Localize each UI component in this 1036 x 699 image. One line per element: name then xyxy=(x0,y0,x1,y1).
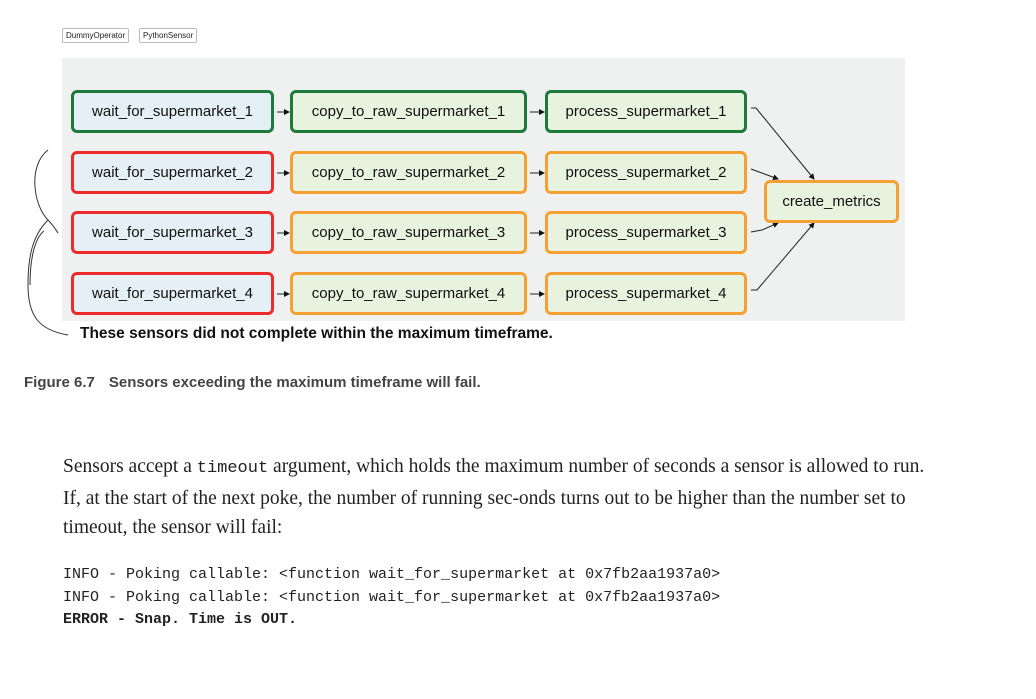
paragraph-text: Sensors accept a xyxy=(63,456,197,477)
figure-caption-text: Sensors exceeding the maximum timeframe … xyxy=(108,374,481,391)
task-node-sensor[interactable]: wait_for_supermarket_3 xyxy=(71,211,274,254)
task-node-copy[interactable]: copy_to_raw_supermarket_4 xyxy=(290,272,527,315)
brace-annotation-icon xyxy=(27,149,69,336)
task-node-copy[interactable]: copy_to_raw_supermarket_2 xyxy=(290,151,527,194)
legend-dummy-operator[interactable]: DummyOperator xyxy=(62,28,130,43)
task-node-create-metrics[interactable]: create_metrics xyxy=(764,180,899,223)
figure-number: Figure 6.7 xyxy=(24,374,95,391)
task-node-process[interactable]: process_supermarket_3 xyxy=(545,211,747,254)
annotation-text: These sensors did not complete within th… xyxy=(80,325,553,342)
legend-python-sensor[interactable]: PythonSensor xyxy=(139,28,198,43)
paragraph-text: argument, which holds the maximum number… xyxy=(63,456,925,538)
task-node-copy[interactable]: copy_to_raw_supermarket_3 xyxy=(290,211,527,254)
task-node-process[interactable]: process_supermarket_2 xyxy=(545,151,747,194)
code-line: ERROR - Snap. Time is OUT. xyxy=(63,611,298,628)
inline-code: timeout xyxy=(196,459,269,478)
body-paragraph: Sensors accept a timeout argument, which… xyxy=(63,452,933,543)
code-block: INFO - Poking callable: <function wait_f… xyxy=(63,564,720,632)
figure-caption: Figure 6.7 Sensors exceeding the maximum … xyxy=(24,374,495,391)
code-line: INFO - Poking callable: <function wait_f… xyxy=(63,566,721,583)
task-node-process[interactable]: process_supermarket_4 xyxy=(545,272,747,315)
task-node-sensor[interactable]: wait_for_supermarket_2 xyxy=(71,151,274,194)
task-node-copy[interactable]: copy_to_raw_supermarket_1 xyxy=(290,90,527,133)
code-line: INFO - Poking callable: <function wait_f… xyxy=(63,588,721,606)
task-node-process[interactable]: process_supermarket_1 xyxy=(545,90,747,133)
task-node-sensor[interactable]: wait_for_supermarket_4 xyxy=(71,272,274,315)
task-node-sensor[interactable]: wait_for_supermarket_1 xyxy=(71,90,274,133)
